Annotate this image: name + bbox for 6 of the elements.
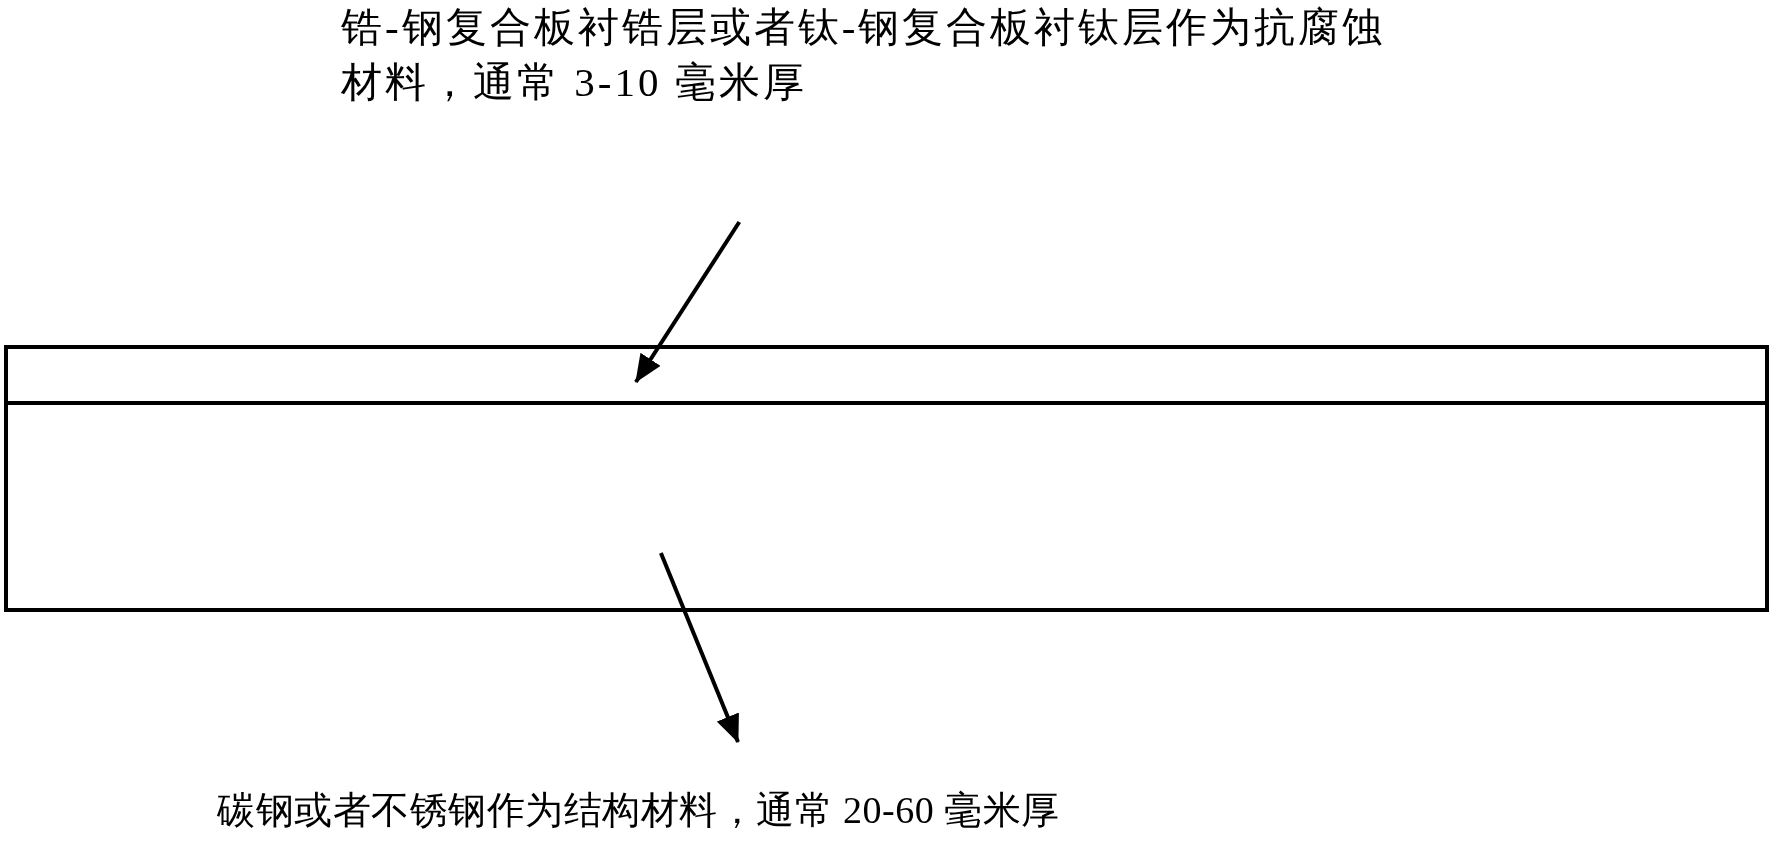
annotation-text: 碳钢或者不锈钢作为结构材料，通常 20-60 毫米厚: [217, 785, 1117, 835]
leader-arrow: [659, 552, 740, 743]
top-layer: [4, 345, 1769, 405]
leader-arrow: [634, 220, 741, 384]
annotation-text: 锆-钢复合板衬锆层或者钛-钢复合板衬钛层作为抗腐蚀材料，通常 3-10 毫米厚: [341, 0, 1403, 110]
base-layer: [4, 405, 1769, 612]
